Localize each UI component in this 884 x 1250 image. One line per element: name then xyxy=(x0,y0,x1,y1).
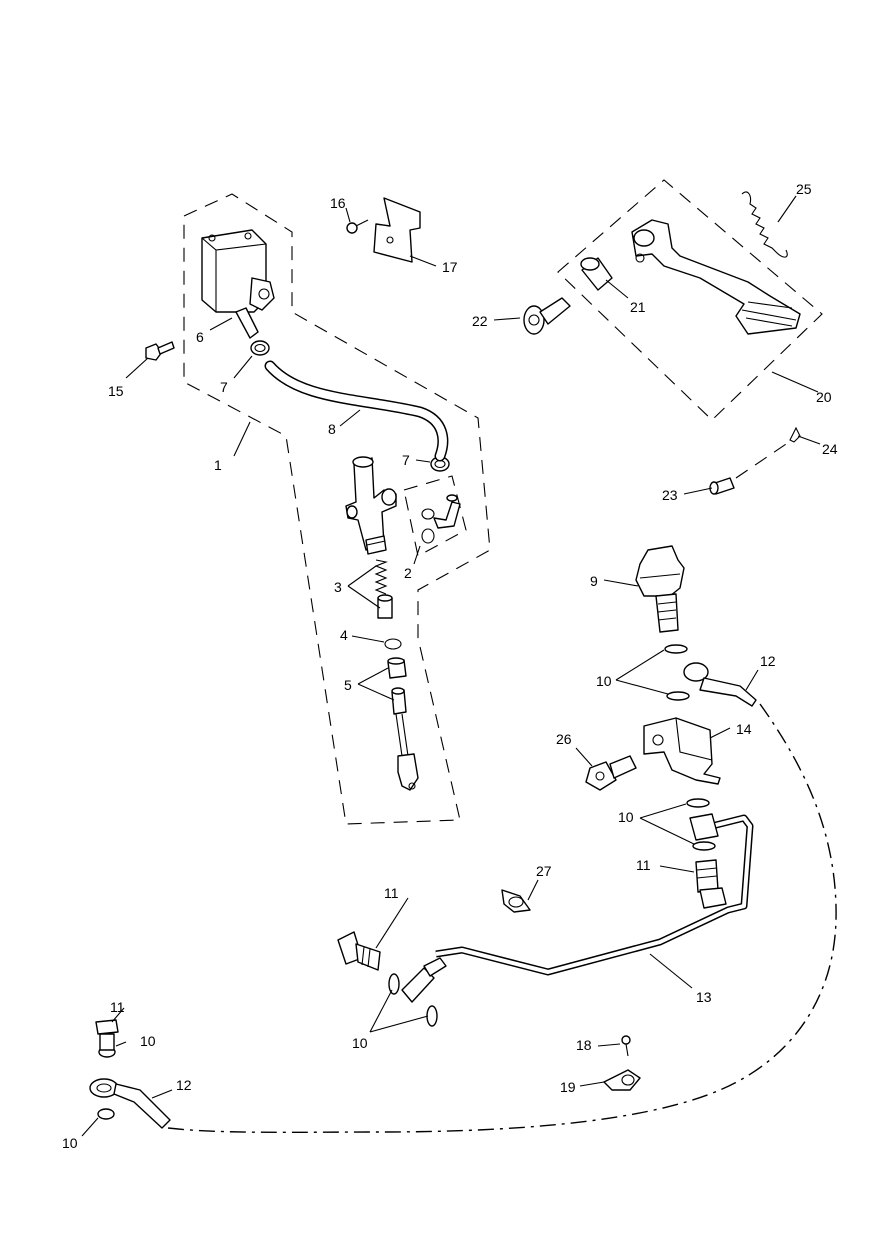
brake-hose-route xyxy=(167,703,837,1134)
callout-10-junction: 10 xyxy=(618,809,634,825)
reservoir-bracket xyxy=(373,197,421,263)
pedal-bush xyxy=(580,257,613,291)
brake-hose-lower xyxy=(89,1078,171,1129)
callout-24: 24 xyxy=(822,441,838,457)
callout-2: 2 xyxy=(404,565,412,581)
master-cylinder-group-outline xyxy=(183,193,491,825)
circlip xyxy=(384,638,402,650)
brake-pipe xyxy=(401,813,754,1003)
callout-14: 14 xyxy=(736,721,752,737)
callout-11-left: 11 xyxy=(110,999,125,1015)
hose-junction-block xyxy=(643,717,721,785)
seal-kit xyxy=(421,494,461,544)
callout-11-right: 11 xyxy=(636,857,651,873)
callout-20: 20 xyxy=(816,389,832,405)
bracket-screw-lower xyxy=(621,1035,631,1057)
callout-17: 17 xyxy=(442,259,458,275)
reservoir xyxy=(201,229,275,339)
p-clip xyxy=(603,1069,641,1091)
split-pin xyxy=(789,426,801,443)
brake-pedal xyxy=(631,219,801,335)
hose-clip-upper xyxy=(250,340,270,356)
brake-hose-upper xyxy=(683,662,757,707)
callout-7-lower: 7 xyxy=(402,452,410,468)
callout-13: 13 xyxy=(696,989,712,1005)
callout-22: 22 xyxy=(472,313,488,329)
leader-lines xyxy=(81,195,821,1137)
seal-kit-group-outline xyxy=(403,475,467,557)
callout-9: 9 xyxy=(590,573,598,589)
sealing-washer xyxy=(97,644,716,1120)
bracket-screw xyxy=(346,219,369,234)
callout-10-switch: 10 xyxy=(596,673,612,689)
callout-1: 1 xyxy=(214,457,222,473)
callout-labels: 1 2 3 4 5 6 7 7 8 9 10 10 10 10 10 11 11… xyxy=(62,181,838,1151)
banjo-bolt-left xyxy=(95,1019,119,1051)
callout-7-upper: 7 xyxy=(220,379,228,395)
pedal-pivot-bolt xyxy=(523,297,571,335)
callout-12-upper: 12 xyxy=(760,653,776,669)
pushrod-kit xyxy=(387,657,419,791)
brake-pedal-group-outline xyxy=(557,179,823,421)
callout-3: 3 xyxy=(334,579,342,595)
return-spring xyxy=(741,191,788,258)
split-pin-link xyxy=(735,439,793,479)
banjo-bolt-centre xyxy=(337,931,381,971)
brake-light-switch xyxy=(635,545,685,633)
callout-18: 18 xyxy=(576,1037,592,1053)
callout-23: 23 xyxy=(662,487,678,503)
junction-block-screw xyxy=(585,755,637,791)
callout-6: 6 xyxy=(196,329,204,345)
callout-4: 4 xyxy=(340,627,348,643)
callout-8: 8 xyxy=(328,421,336,437)
callout-5: 5 xyxy=(344,677,352,693)
callout-21: 21 xyxy=(630,299,646,315)
master-cylinder-body xyxy=(345,456,397,555)
reservoir-bolt xyxy=(145,341,175,361)
callout-15: 15 xyxy=(108,383,124,399)
callout-26: 26 xyxy=(556,731,572,747)
callout-10-left-lower: 10 xyxy=(62,1135,78,1151)
callout-11-centre: 11 xyxy=(384,885,399,901)
piston-spring-kit xyxy=(374,559,393,619)
callout-12-lower: 12 xyxy=(176,1077,192,1093)
clevis-pin xyxy=(709,477,735,495)
callout-25: 25 xyxy=(796,181,812,197)
callout-19: 19 xyxy=(560,1079,576,1095)
banjo-bolt-right xyxy=(695,859,727,909)
pipe-clip xyxy=(501,889,531,913)
callout-16: 16 xyxy=(330,195,346,211)
reservoir-hose xyxy=(264,360,449,462)
callout-27: 27 xyxy=(536,863,552,879)
callout-10-left-upper: 10 xyxy=(140,1033,156,1049)
callout-10-pipe: 10 xyxy=(352,1035,368,1051)
